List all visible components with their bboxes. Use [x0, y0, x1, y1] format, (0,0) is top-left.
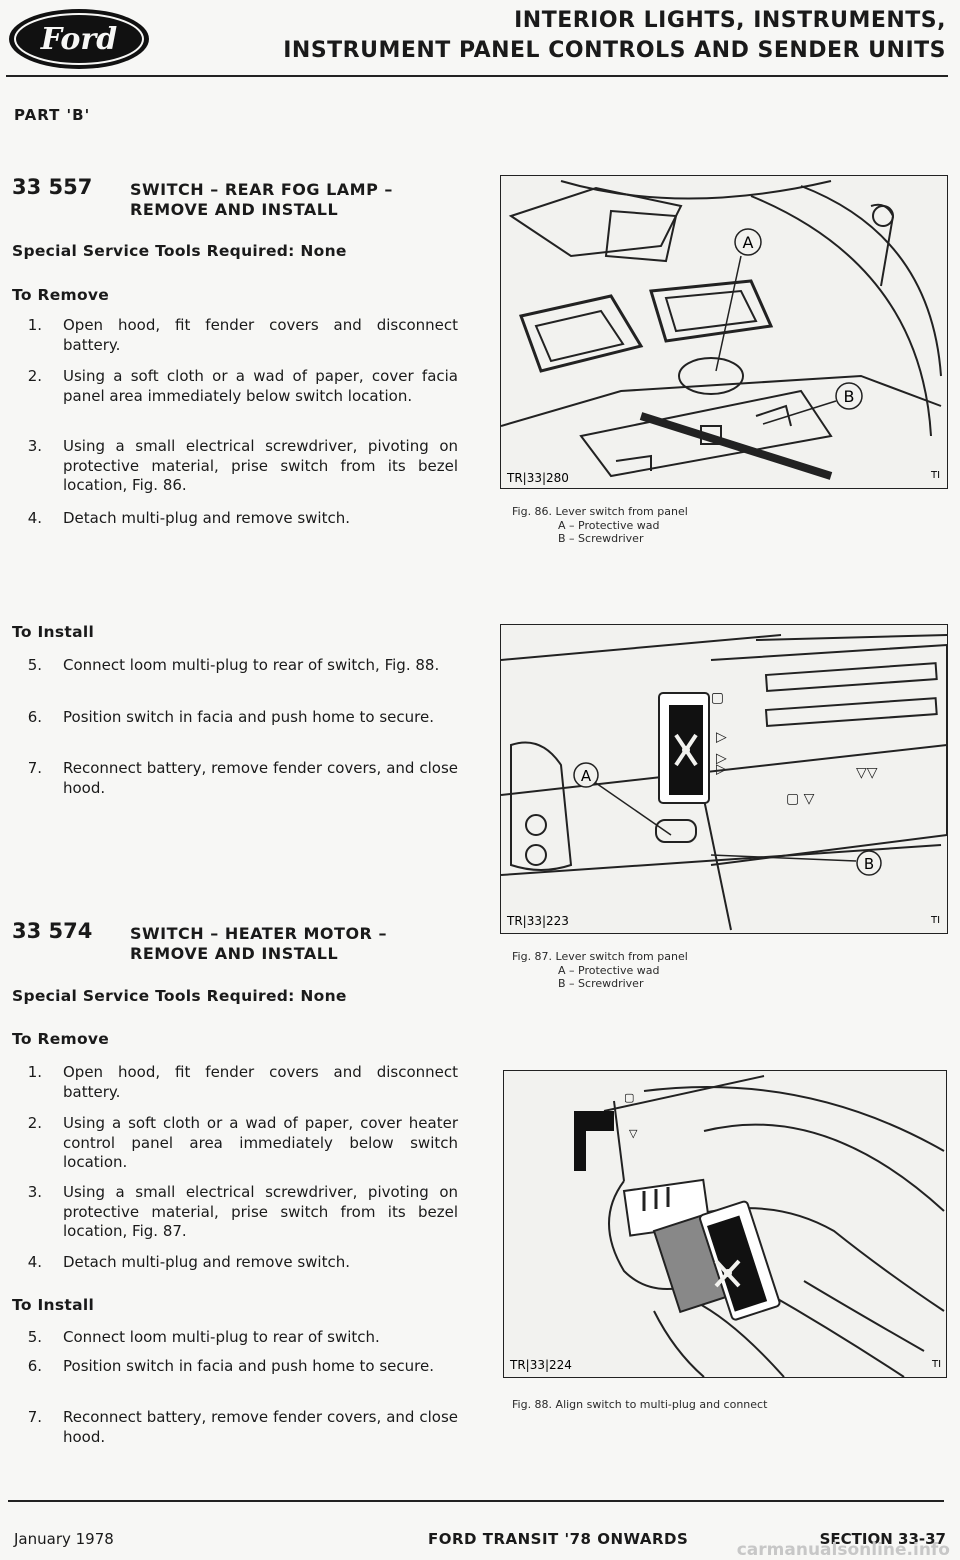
svg-text:▽▽: ▽▽ — [713, 753, 729, 775]
step: 6. Position switch in facia and push home… — [18, 1357, 458, 1377]
step: 5. Connect loom multi-plug to rear of swi… — [18, 656, 458, 676]
svg-text:▽: ▽ — [629, 1127, 638, 1140]
step-text: Open hood, fit fender covers and disconn… — [63, 1063, 458, 1101]
remove-heading: To Remove — [12, 286, 110, 304]
step-number: 7. — [27, 1408, 42, 1426]
figure-87-corner: TI — [930, 915, 940, 926]
header-title-line2: INSTRUMENT PANEL CONTROLS AND SENDER UNI… — [283, 38, 946, 63]
step-text: Connect loom multi-plug to rear of switc… — [63, 656, 440, 674]
figure-86-drawing: A B TR|33|280 TI — [500, 180, 942, 485]
figure-88-illustration: ▢ ▽ TR|33|224 TI — [503, 1070, 947, 1378]
svg-text:▽▽: ▽▽ — [856, 765, 878, 781]
figure-88-corner: TI — [931, 1359, 941, 1370]
figure-86-caption-title: Fig. 86. Lever switch from panel — [512, 505, 688, 518]
step-number: 6. — [27, 708, 42, 726]
ford-logo-text: Ford — [40, 22, 117, 57]
step-number: 4. — [27, 1253, 42, 1271]
figure-87-caption: Fig. 87. Lever switch from panel A – Pro… — [512, 950, 932, 991]
step: 7. Reconnect battery, remove fender cover… — [18, 759, 458, 798]
figure-88-ref: TR|33|224 — [509, 1358, 572, 1372]
svg-text:▢: ▢ — [624, 1091, 634, 1104]
watermark: carmanualsonline.info — [736, 1540, 950, 1560]
svg-text:▢: ▢ — [709, 692, 725, 705]
step-text: Reconnect battery, remove fender covers,… — [63, 1408, 458, 1446]
figure-86-label-a: A — [743, 233, 754, 252]
step: 4. Detach multi-plug and remove switch. — [18, 509, 458, 529]
step-number: 1. — [27, 316, 42, 334]
step-text: Using a small electrical screwdriver, pi… — [63, 1183, 458, 1240]
step: 1. Open hood, fit fender covers and disco… — [18, 316, 458, 355]
step: 3. Using a small electrical screwdriver, … — [18, 1183, 458, 1242]
step: 4. Detach multi-plug and remove switch. — [18, 1253, 458, 1273]
figure-86-caption-b: B – Screwdriver — [558, 532, 644, 545]
step-number: 4. — [27, 509, 42, 527]
step-number: 2. — [27, 1114, 42, 1132]
section-number: 33 557 — [12, 175, 93, 199]
step-number: 1. — [27, 1063, 42, 1081]
figure-86-ref: TR|33|280 — [506, 471, 569, 485]
step-text: Connect loom multi-plug to rear of switc… — [63, 1328, 380, 1346]
figure-88-caption-title: Fig. 88. Align switch to multi-plug and … — [512, 1398, 768, 1411]
step-number: 3. — [27, 1183, 42, 1201]
section-title-line1: SWITCH – REAR FOG LAMP – — [130, 180, 393, 199]
figure-86-label-b: B — [844, 387, 855, 406]
section-title-line2: REMOVE AND INSTALL — [130, 944, 339, 963]
figure-87-ref: TR|33|223 — [506, 914, 569, 928]
install-heading: To Install — [12, 1296, 95, 1314]
footer-book-title: FORD TRANSIT '78 ONWARDS — [428, 1530, 689, 1548]
step: 2. Using a soft cloth or a wad of paper, … — [18, 367, 458, 406]
figure-87-caption-title: Fig. 87. Lever switch from panel — [512, 950, 688, 963]
section-number: 33 574 — [12, 919, 93, 943]
step: 7. Reconnect battery, remove fender cover… — [18, 1408, 458, 1447]
header-rule — [6, 75, 948, 77]
figure-87-label-a: A — [581, 767, 592, 785]
figure-86-caption-a: A – Protective wad — [558, 518, 660, 532]
figure-87-caption-b: B – Screwdriver — [558, 977, 644, 990]
step-number: 3. — [27, 437, 42, 455]
step-number: 2. — [27, 367, 42, 385]
figure-87-illustration: ▢ ▽ ▽▽ ▢ ▽ ▽▽ A B TR|33|223 TI — [500, 624, 948, 934]
step-text: Using a small electrical screwdriver, pi… — [63, 437, 458, 494]
svg-text:▢ ▽: ▢ ▽ — [786, 791, 815, 807]
step-number: 5. — [27, 1328, 42, 1346]
figure-87-drawing: ▢ ▽ ▽▽ ▢ ▽ ▽▽ A B TR|33|223 TI — [500, 634, 948, 931]
section-title-line1: SWITCH – HEATER MOTOR – — [130, 924, 387, 943]
footer-section: SECTION 33-37 — [819, 1530, 946, 1548]
svg-text:▽: ▽ — [713, 732, 729, 743]
footer-rule — [8, 1500, 944, 1502]
figure-86-illustration: A B TR|33|280 TI — [500, 175, 948, 489]
figure-87-label-b: B — [864, 855, 874, 873]
step: 3. Using a small electrical screwdriver, … — [18, 437, 458, 496]
figure-88-drawing: ▢ ▽ TR|33|224 TI — [509, 1075, 945, 1378]
step: 6. Position switch in facia and push home… — [18, 708, 458, 728]
step-text: Position switch in facia and push home t… — [63, 708, 434, 726]
ford-logo: Ford — [6, 6, 152, 72]
step-text: Position switch in facia and push home t… — [63, 1357, 434, 1375]
header-title-line1: INTERIOR LIGHTS, INSTRUMENTS, — [514, 8, 946, 33]
step: 1. Open hood, fit fender covers and disco… — [18, 1063, 458, 1102]
step-text: Reconnect battery, remove fender covers,… — [63, 759, 458, 797]
step-number: 5. — [27, 656, 42, 674]
remove-heading: To Remove — [12, 1030, 110, 1048]
step-number: 7. — [27, 759, 42, 777]
section-title-line2: REMOVE AND INSTALL — [130, 200, 339, 219]
figure-86-corner: TI — [930, 470, 940, 481]
figure-86-caption: Fig. 86. Lever switch from panel A – Pro… — [512, 505, 932, 546]
step-text: Using a soft cloth or a wad of paper, co… — [63, 1114, 458, 1171]
step: 2. Using a soft cloth or a wad of paper, … — [18, 1114, 458, 1173]
step-number: 6. — [27, 1357, 42, 1375]
figure-88-caption: Fig. 88. Align switch to multi-plug and … — [512, 1398, 932, 1412]
tools-required: Special Service Tools Required: None — [12, 987, 347, 1005]
step-text: Using a soft cloth or a wad of paper, co… — [63, 367, 458, 405]
install-heading: To Install — [12, 623, 95, 641]
part-label: PART 'B' — [14, 106, 91, 124]
step-text: Detach multi-plug and remove switch. — [63, 1253, 350, 1271]
tools-required: Special Service Tools Required: None — [12, 242, 347, 260]
step-text: Open hood, fit fender covers and disconn… — [63, 316, 458, 354]
step-text: Detach multi-plug and remove switch. — [63, 509, 350, 527]
step: 5. Connect loom multi-plug to rear of swi… — [18, 1328, 458, 1348]
figure-87-caption-a: A – Protective wad — [558, 963, 660, 977]
footer-date: January 1978 — [14, 1530, 114, 1548]
